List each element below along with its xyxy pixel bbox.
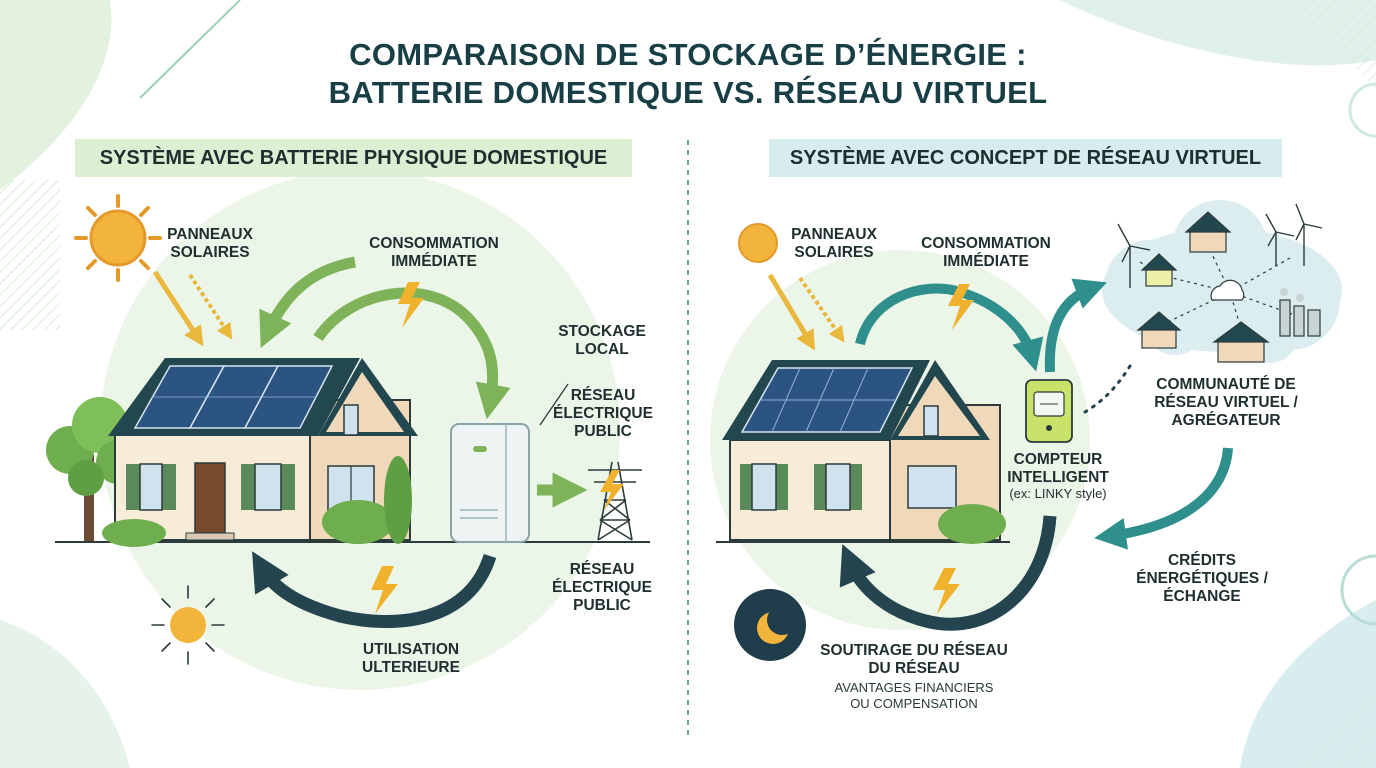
smart-meter-note: (ex: LINKY style) xyxy=(1009,485,1107,501)
left-section-heading: SYSTÈME AVEC BATTERIE PHYSIQUE DOMESTIQU… xyxy=(75,139,632,177)
right-section-heading: SYSTÈME AVEC CONCEPT DE RÉSEAU VIRTUEL xyxy=(769,139,1282,177)
sun-icon xyxy=(738,223,778,263)
arrow-withdrawal xyxy=(839,515,1057,631)
arrow-meter-to-community xyxy=(1044,278,1107,373)
arrow-consumption-to-storage xyxy=(313,287,511,420)
bolt-icon xyxy=(933,568,960,614)
dotted-link xyxy=(1083,364,1132,414)
arrow-later-use xyxy=(252,551,497,629)
virtual-network-cloud xyxy=(1102,200,1342,363)
bolt-icon xyxy=(371,566,398,614)
bolt-icon xyxy=(398,282,424,328)
title-line-1: COMPARAISON DE STOCKAGE D’ÉNERGIE : xyxy=(349,37,1027,72)
title-line-2: BATTERIE DOMESTIQUE VS. RÉSEAU VIRTUEL xyxy=(328,74,1048,110)
moon-icon xyxy=(734,589,806,661)
page-title: COMPARAISON DE STOCKAGE D’ÉNERGIE : BATT… xyxy=(0,36,1376,112)
arrow-solar-to-consumption xyxy=(259,256,357,348)
right-scene xyxy=(710,200,1342,661)
home-battery-icon xyxy=(450,423,530,543)
bolt-icon xyxy=(600,470,624,510)
small-sun-icon xyxy=(151,585,225,665)
left-scene xyxy=(46,170,650,690)
smart-meter-icon xyxy=(1025,379,1073,443)
sun-icon xyxy=(74,194,162,282)
bolt-icon xyxy=(948,284,974,330)
arrow-credits xyxy=(1094,447,1233,550)
